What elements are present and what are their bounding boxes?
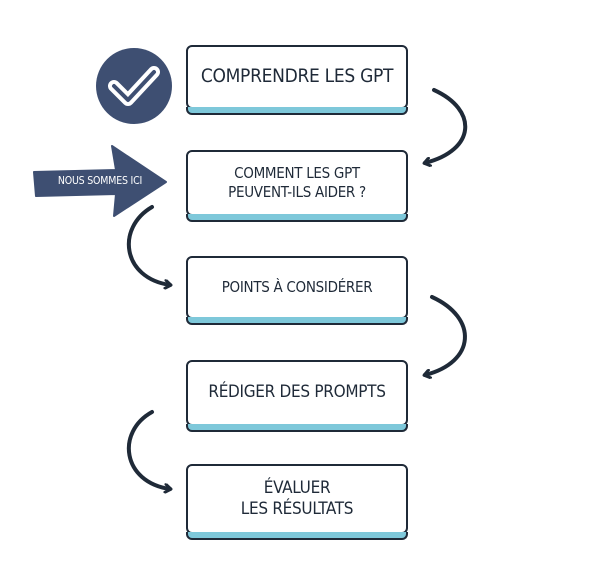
- connector-4-5: [126, 410, 170, 489]
- checkmark-badge: [96, 48, 172, 124]
- step-5-label: ÉVALUER LES RÉSULTATS: [240, 477, 354, 519]
- step-5-box: ÉVALUER LES RÉSULTATS: [186, 464, 408, 540]
- connector-1-2: [425, 88, 468, 163]
- step-3-box: POINTS À CONSIDÉRER: [186, 256, 408, 325]
- checkmark-icon: [108, 66, 160, 106]
- step-4-label: RÉDIGER DES PROMPTS: [208, 382, 386, 403]
- current-step-marker-label: NOUS SOMMES ICI: [57, 175, 143, 187]
- arrow-right-icon: [33, 145, 167, 217]
- step-1-box: COMPRENDRE LES GPT: [186, 45, 408, 115]
- step-2-label: COMMENT LES GPT PEUVENT-ILS AIDER ?: [228, 164, 366, 201]
- connector-3-4: [425, 295, 467, 375]
- step-1-label: COMPRENDRE LES GPT: [200, 65, 394, 88]
- step-4-box: RÉDIGER DES PROMPTS: [186, 360, 408, 432]
- step-2-box: COMMENT LES GPT PEUVENT-ILS AIDER ?: [186, 150, 408, 222]
- step-3-label: POINTS À CONSIDÉRER: [221, 278, 373, 297]
